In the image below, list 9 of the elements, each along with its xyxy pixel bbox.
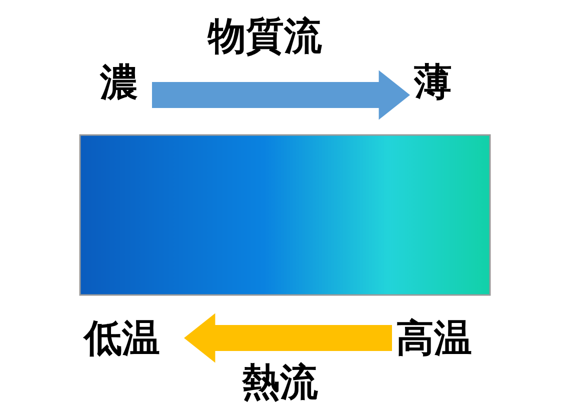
text-label: 低温: [84, 316, 160, 360]
text-label: 薄: [414, 60, 452, 104]
text-label: 濃: [100, 60, 138, 104]
text-label: 高温: [396, 316, 472, 360]
edge-label: 物質流: [206, 14, 323, 58]
block-arrow: [152, 70, 410, 120]
gradient-bar: [79, 134, 491, 296]
edge-label: 熱流: [241, 360, 319, 404]
block-arrow: [184, 313, 392, 363]
